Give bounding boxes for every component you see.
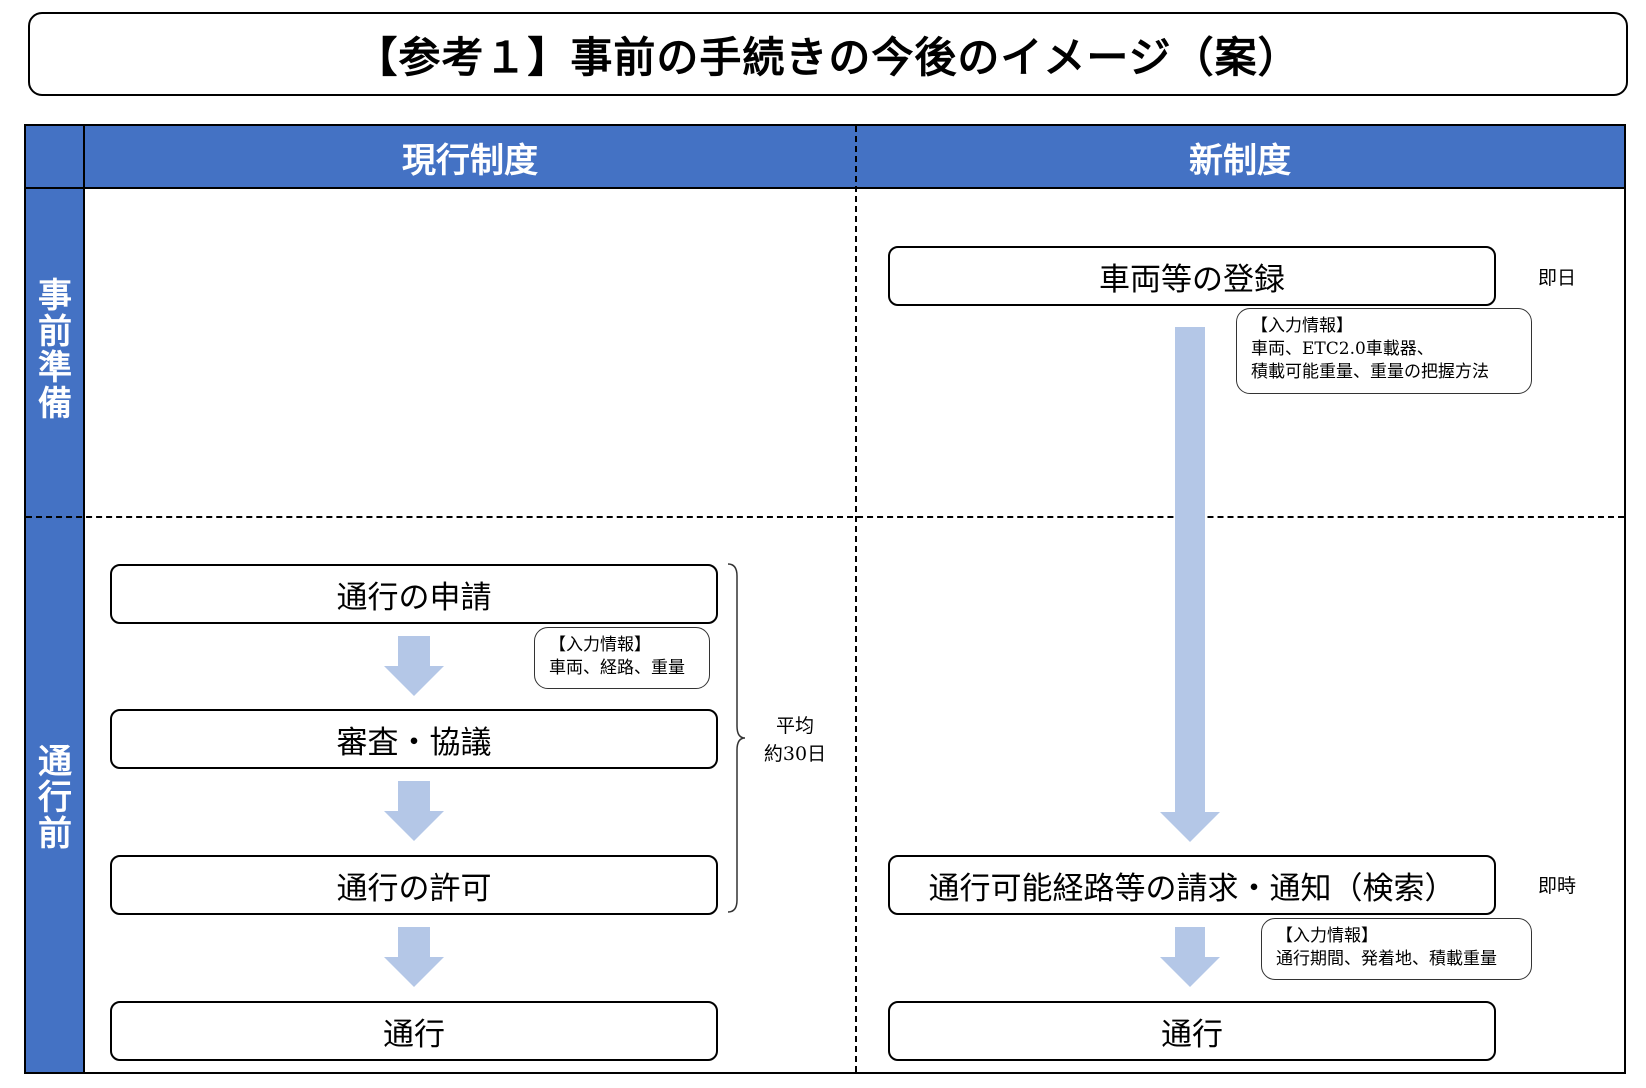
down-arrow-icon: [384, 636, 444, 696]
current-input-info: 【入力情報】 車両、経路、重量: [534, 627, 710, 689]
duration-value: 約30日: [763, 743, 827, 765]
step-pass-current: 通行: [110, 1001, 718, 1061]
table-frame: [24, 124, 1626, 1074]
header-current-system: 現行制度: [402, 140, 538, 181]
page-title: 【参考１】事前の手続きの今後のイメージ（案）: [355, 32, 1301, 82]
down-arrow-icon: [1160, 927, 1220, 987]
side-band: [26, 188, 84, 1072]
info-line: 積載可能重量、重量の把握方法: [1251, 362, 1489, 382]
row-label-prep-char: 事前準備: [38, 276, 72, 424]
registration-input-info: 【入力情報】 車両、ETC2.0車載器、 積載可能重量、重量の把握方法: [1236, 308, 1532, 394]
info-heading: 【入力情報】: [549, 635, 651, 655]
brace-icon: [727, 563, 746, 913]
header-new-system: 新制度: [1189, 140, 1291, 181]
info-heading: 【入力情報】: [1251, 316, 1353, 336]
row-label-prep: 事前準備: [26, 270, 84, 430]
request-timing: 即時: [1537, 875, 1576, 897]
info-line: 車両、ETC2.0車載器、: [1251, 339, 1434, 359]
header-band: [26, 126, 1624, 188]
registration-timing: 即日: [1537, 267, 1576, 289]
column-divider: [855, 126, 857, 1072]
info-line: 車両、経路、重量: [549, 658, 685, 678]
step-pass-new: 通行: [888, 1001, 1496, 1061]
request-input-info: 【入力情報】 通行期間、発着地、積載重量: [1261, 918, 1532, 980]
step-permit: 通行の許可: [110, 855, 718, 915]
side-divider: [83, 126, 85, 1072]
title-box: 【参考１】事前の手続きの今後のイメージ（案）: [28, 12, 1628, 96]
header-divider: [26, 187, 1624, 189]
step-vehicle-registration: 車両等の登録: [888, 246, 1496, 306]
step-review: 審査・協議: [110, 709, 718, 769]
row-label-before-char: 通行前: [38, 742, 72, 854]
info-line: 通行期間、発着地、積載重量: [1276, 949, 1497, 969]
long-down-arrow-icon: [1160, 327, 1220, 842]
info-heading: 【入力情報】: [1276, 926, 1378, 946]
row-label-before: 通行前: [26, 738, 84, 858]
down-arrow-icon: [384, 781, 444, 841]
down-arrow-icon: [384, 927, 444, 987]
row-divider: [26, 516, 1624, 518]
step-route-request: 通行可能経路等の請求・通知（検索）: [888, 855, 1496, 915]
duration-note: 平均 約30日: [748, 712, 842, 772]
step-application: 通行の申請: [110, 564, 718, 624]
duration-label: 平均: [775, 715, 814, 737]
